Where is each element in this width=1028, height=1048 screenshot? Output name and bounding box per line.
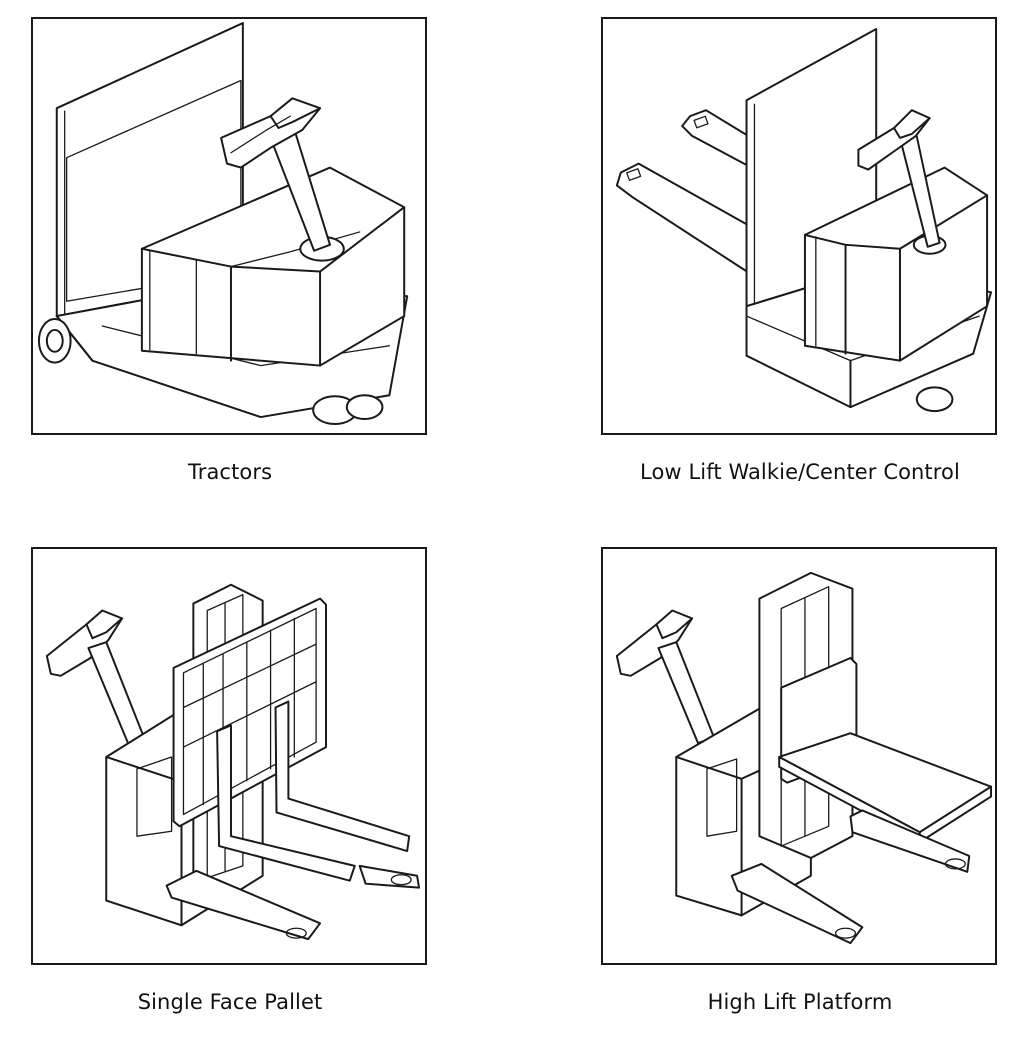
panel-caption-low-lift-walkie: Low Lift Walkie/Center Control [640,460,960,484]
panel-caption-single-face-pallet: Single Face Pallet [137,990,323,1014]
low-lift-walkie-illustration [601,17,997,435]
single-face-pallet-illustration [31,547,427,965]
panel-caption-high-lift-platform: High Lift Platform [707,990,893,1014]
panel-caption-tractors: Tractors [187,460,273,484]
high-lift-platform-illustration [601,547,997,965]
tractor-illustration [31,17,427,435]
